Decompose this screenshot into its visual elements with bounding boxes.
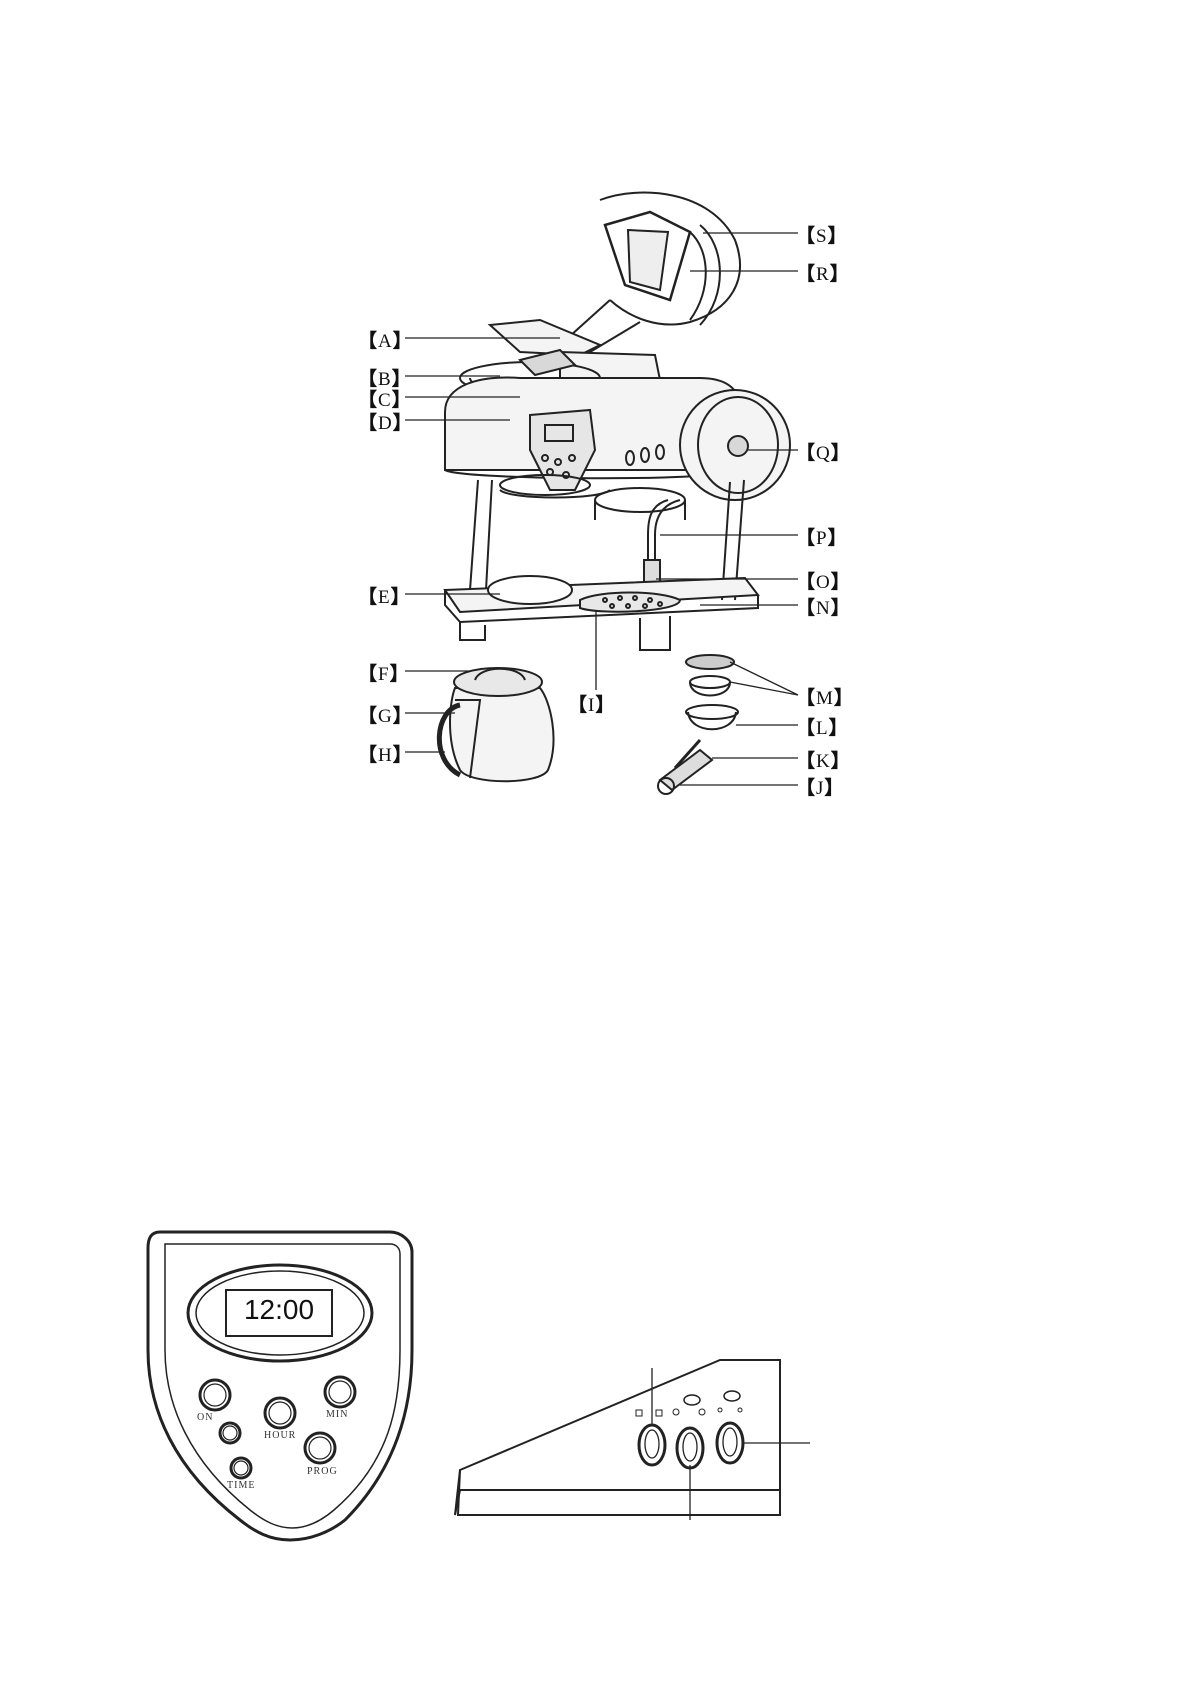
label-f: 【F】 (358, 659, 410, 686)
label-d: 【D】 (358, 408, 413, 435)
label-h: 【H】 (358, 740, 413, 767)
carafe (450, 688, 553, 781)
middle-indicator-light (684, 1395, 700, 1405)
hour-label: HOUR (264, 1430, 296, 1441)
left-knob (639, 1425, 665, 1465)
label-p: 【P】 (796, 523, 848, 550)
label-o: 【O】 (796, 567, 851, 594)
label-g: 【G】 (358, 701, 413, 728)
label-q: 【Q】 (796, 438, 851, 465)
right-indicator-light (724, 1391, 740, 1401)
min-label: MIN (326, 1409, 348, 1420)
time-label: TIME (227, 1480, 255, 1491)
label-e: 【E】 (358, 582, 411, 609)
espresso-panel-diagram (440, 1340, 960, 1560)
label-k: 【K】 (796, 746, 851, 773)
control-panel-diagram: 12:00 ON HOUR MIN TIME PROG (0, 1200, 440, 1580)
espresso-panel-outline (440, 1340, 960, 1560)
on-label: ON (197, 1412, 213, 1423)
filter-basket-top (686, 655, 734, 669)
middle-knob (677, 1428, 703, 1468)
label-j: 【J】 (796, 773, 844, 800)
label-n: 【N】 (796, 593, 851, 620)
label-m: 【M】 (796, 683, 854, 710)
label-r: 【R】 (796, 259, 850, 286)
label-l: 【L】 (796, 713, 849, 740)
clock-display: 12:00 (226, 1294, 332, 1326)
parts-diagram: 【A】 【B】 【C】 【D】 【E】 【F】 【G】 【H】 【I】 【S】 … (0, 0, 1190, 820)
label-a: 【A】 (358, 326, 413, 353)
portafilter-cup (686, 705, 738, 719)
prog-label: PROG (307, 1466, 338, 1477)
label-i: 【I】 (568, 690, 615, 717)
label-s: 【S】 (796, 221, 848, 248)
control-panel-outline (0, 1200, 440, 1580)
right-knob (717, 1423, 743, 1463)
